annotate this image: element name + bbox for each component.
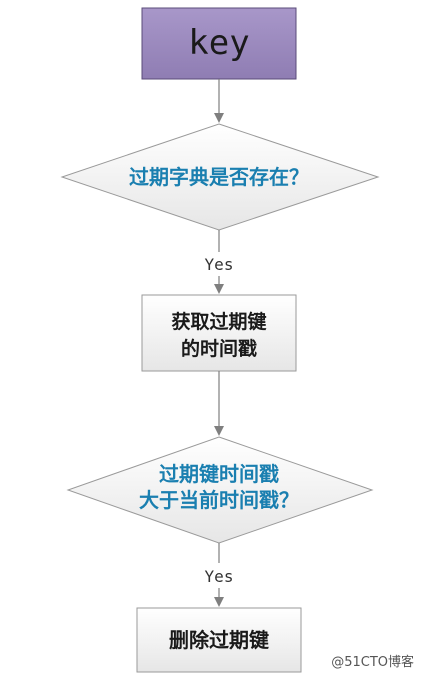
edge1-yes-label: Yes: [205, 255, 234, 274]
decision2-label-line1: 过期键时间戳: [159, 462, 279, 486]
start-node-label: key: [188, 23, 249, 63]
decision1-label: 过期字典是否存在？: [129, 165, 309, 189]
watermark: @51CTO博客: [331, 655, 414, 670]
decision2-label-line2: 大于当前时间戳？: [139, 488, 299, 512]
start-node: [141, 7, 297, 80]
process2-box: [136, 607, 302, 673]
process1-label-line2: 的时间戳: [181, 337, 257, 360]
edge2-yes-label: Yes: [205, 567, 234, 586]
process1-label-line1: 获取过期键: [171, 310, 266, 333]
process2-label: 删除过期键: [169, 628, 269, 652]
